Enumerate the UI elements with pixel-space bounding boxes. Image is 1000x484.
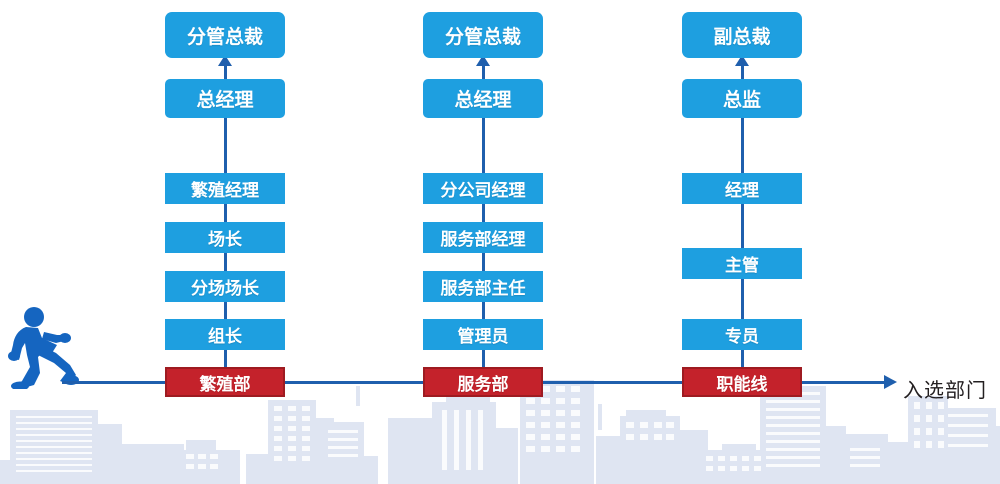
node-label: 场长 bbox=[208, 230, 242, 249]
node-3[interactable]: 场长 bbox=[165, 222, 285, 253]
node-label: 副总裁 bbox=[713, 26, 771, 48]
node-label: 管理员 bbox=[457, 327, 509, 346]
node-label: 分管总裁 bbox=[444, 26, 521, 48]
column-service-track: 分管总裁 总经理 分公司经理 服务部经理 服务部主任 管理员 服务部 bbox=[423, 0, 543, 484]
walking-person-icon bbox=[8, 307, 79, 389]
node-label: 经理 bbox=[725, 181, 759, 200]
node-5[interactable]: 组长 bbox=[165, 319, 285, 350]
node-label: 总监 bbox=[722, 90, 761, 111]
node-label: 主管 bbox=[725, 256, 759, 275]
node-2[interactable]: 分公司经理 bbox=[423, 173, 543, 204]
node-label: 繁殖经理 bbox=[191, 181, 259, 200]
node-label: 职能线 bbox=[716, 374, 768, 394]
node-label: 分公司经理 bbox=[440, 181, 526, 200]
column-breeding-track: 分管总裁 总经理 繁殖经理 场长 分场场长 组长 繁殖部 bbox=[165, 0, 285, 484]
connector-arrow-icon bbox=[735, 55, 749, 66]
node-label: 服务部经理 bbox=[440, 230, 526, 249]
node-5[interactable]: 管理员 bbox=[423, 319, 543, 350]
node-4[interactable]: 专员 bbox=[682, 319, 802, 350]
node-4[interactable]: 分场场长 bbox=[165, 271, 285, 302]
node-2[interactable]: 繁殖经理 bbox=[165, 173, 285, 204]
connector-arrow-icon bbox=[218, 55, 232, 66]
node-label: 总经理 bbox=[196, 90, 254, 111]
node-2[interactable]: 经理 bbox=[682, 173, 802, 204]
connector-line bbox=[740, 62, 744, 372]
connector-line bbox=[223, 62, 227, 372]
node-3[interactable]: 主管 bbox=[682, 248, 802, 279]
node-label: 分场场长 bbox=[191, 279, 259, 298]
node-4[interactable]: 服务部主任 bbox=[423, 271, 543, 302]
node-1[interactable]: 总经理 bbox=[423, 79, 543, 118]
node-base[interactable]: 职能线 bbox=[682, 367, 802, 397]
arrow-right-icon bbox=[884, 375, 897, 389]
axis-label: 入选部门 bbox=[903, 380, 987, 402]
node-label: 总经理 bbox=[454, 90, 512, 111]
node-base[interactable]: 繁殖部 bbox=[165, 367, 285, 397]
node-1[interactable]: 总监 bbox=[682, 79, 802, 118]
node-label: 专员 bbox=[725, 327, 759, 346]
node-label: 分管总裁 bbox=[186, 26, 263, 48]
node-0[interactable]: 分管总裁 bbox=[423, 12, 543, 58]
node-label: 繁殖部 bbox=[199, 374, 251, 394]
node-0[interactable]: 分管总裁 bbox=[165, 12, 285, 58]
node-base[interactable]: 服务部 bbox=[423, 367, 543, 397]
node-0[interactable]: 副总裁 bbox=[682, 12, 802, 58]
column-functional-track: 副总裁 总监 经理 主管 专员 职能线 bbox=[682, 0, 802, 484]
node-3[interactable]: 服务部经理 bbox=[423, 222, 543, 253]
connector-line bbox=[481, 62, 485, 372]
node-1[interactable]: 总经理 bbox=[165, 79, 285, 118]
connector-arrow-icon bbox=[476, 55, 490, 66]
node-label: 服务部 bbox=[457, 374, 509, 394]
node-label: 服务部主任 bbox=[440, 279, 526, 298]
node-label: 组长 bbox=[208, 327, 242, 346]
